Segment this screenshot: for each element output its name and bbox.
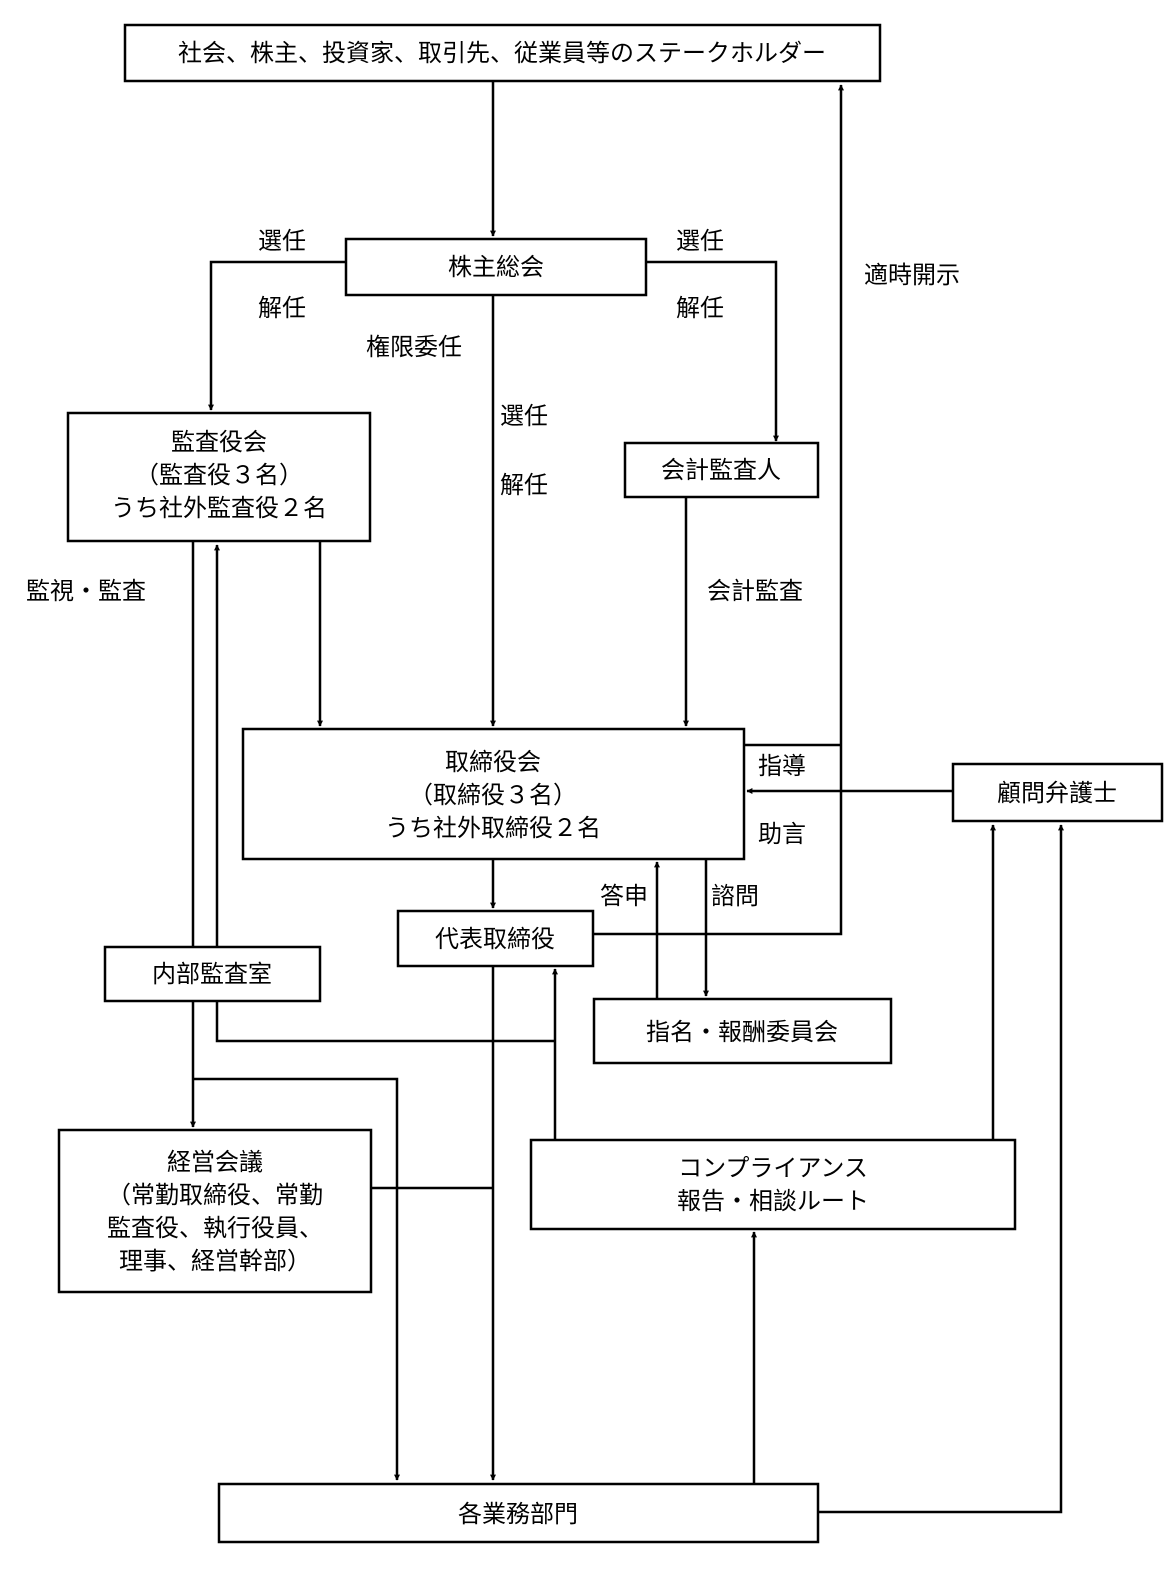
shareholders-meeting-text: 株主総会 (448, 253, 544, 281)
box-legal-advisor: 顧問弁護士 (951, 762, 1164, 823)
box-business-departments: 各業務部門 (217, 1482, 820, 1544)
board-members: （取締役３名） (409, 781, 577, 809)
box-accounting-auditor: 会計監査人 (623, 441, 820, 499)
label-dismiss-left: 解任 (258, 294, 306, 322)
box-stakeholders: 社会、株主、投資家、取引先、従業員等のステークホルダー (123, 23, 882, 83)
arrow-timely-disclosure (593, 84, 844, 936)
label-elect-right: 選任 (676, 227, 724, 255)
audit-board-title: 監査役会 (171, 428, 267, 456)
arrow-meeting-to-audit-board (208, 260, 346, 411)
management-meeting-line-3: 監査役、執行役員、 (107, 1214, 323, 1242)
arrow-departments-to-advisor (818, 824, 1064, 1514)
arrow-management-to-departments (193, 1077, 400, 1481)
management-meeting-title: 経営会議 (167, 1148, 263, 1176)
box-internal-audit: 内部監査室 (103, 945, 322, 1003)
board-title: 取締役会 (445, 748, 541, 776)
label-delegation: 権限委任 (366, 333, 462, 361)
compliance-route-subtitle: 報告・相談ルート (677, 1187, 869, 1215)
audit-board-members: （監査役３名） (135, 461, 303, 489)
compliance-route-title: コンプライアンス (678, 1154, 868, 1182)
box-representative-director: 代表取締役 (396, 909, 595, 968)
accounting-auditor-text: 会計監査人 (661, 456, 781, 484)
box-shareholders-meeting: 株主総会 (344, 237, 648, 297)
label-report-answer: 答申 (600, 882, 648, 910)
box-board-of-directors: 取締役会 （取締役３名） うち社外取締役２名 (241, 727, 746, 861)
box-management-meeting: 経営会議 （常勤取締役、常勤 監査役、執行役員、 理事、経営幹部） (57, 1128, 373, 1294)
label-accounting-audit: 会計監査 (707, 577, 803, 605)
label-elect-center: 選任 (500, 402, 548, 430)
management-meeting-line-2: （常勤取締役、常勤 (107, 1181, 323, 1209)
label-dismiss-right: 解任 (676, 294, 724, 322)
connectors (190, 82, 1064, 1514)
label-dismiss-center: 解任 (500, 471, 548, 499)
box-audit-board: 監査役会 （監査役３名） うち社外監査役２名 (66, 411, 372, 543)
label-timely-disclosure: 適時開示 (864, 261, 960, 289)
internal-audit-text: 内部監査室 (152, 960, 272, 988)
label-monitoring-audit: 監視・監査 (26, 577, 146, 605)
business-departments-text: 各業務部門 (458, 1500, 578, 1528)
box-compliance-route: コンプライアンス 報告・相談ルート (529, 1138, 1017, 1231)
line-internal-audit-to-rep (215, 1001, 555, 1043)
label-elect-left: 選任 (258, 227, 306, 255)
management-meeting-line-4: 理事、経営幹部） (119, 1247, 311, 1275)
audit-board-outside: うち社外監査役２名 (111, 494, 327, 522)
edge-labels: 選任 解任 選任 解任 権限委任 選任 解任 適時開示 監視・監査 会計監査 指… (26, 227, 960, 910)
board-outside: うち社外取締役２名 (385, 814, 601, 842)
legal-advisor-text: 顧問弁護士 (997, 779, 1117, 807)
label-advice: 助言 (758, 820, 806, 848)
stakeholders-text: 社会、株主、投資家、取引先、従業員等のステークホルダー (178, 39, 826, 67)
label-guidance: 指導 (758, 752, 806, 780)
representative-director-text: 代表取締役 (435, 925, 555, 953)
label-consultation: 諮問 (711, 882, 759, 910)
arrow-meeting-to-accounting-auditor (646, 260, 779, 442)
box-nomination-committee: 指名・報酬委員会 (592, 997, 893, 1065)
nomination-committee-text: 指名・報酬委員会 (646, 1018, 838, 1046)
